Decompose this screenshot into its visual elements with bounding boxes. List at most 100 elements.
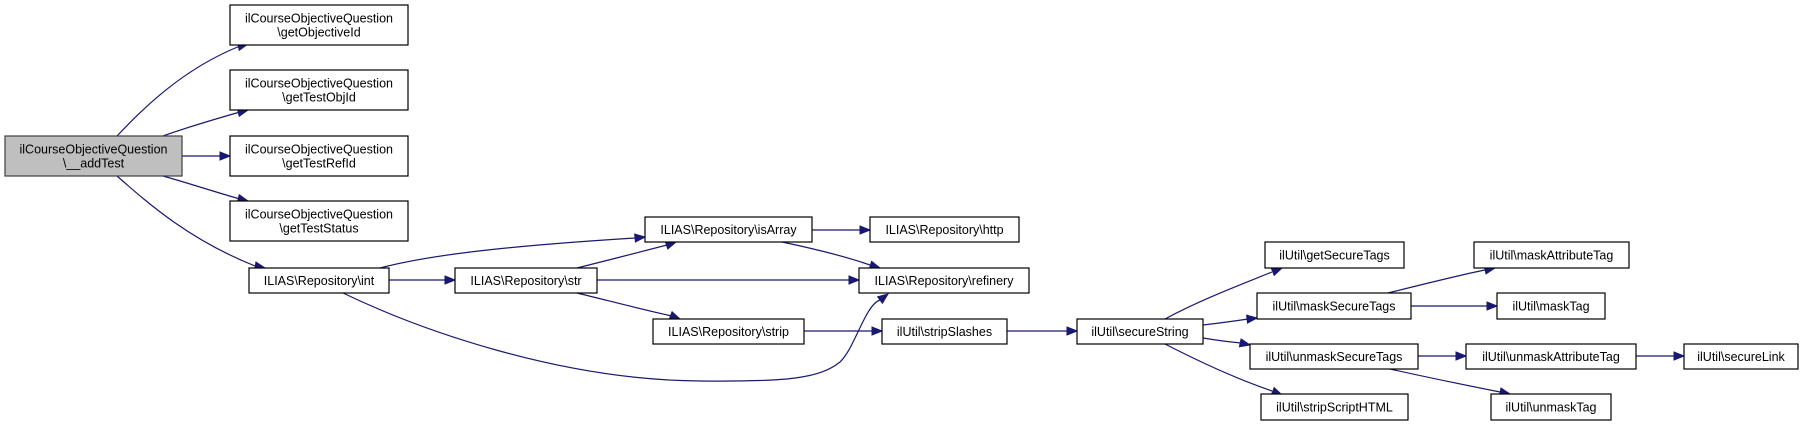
node-label: ilUtil\getSecureTags: [1279, 249, 1389, 263]
node-stripSlashes[interactable]: ilUtil\stripSlashes: [881, 318, 1008, 345]
arrowhead-icon: [1066, 326, 1079, 336]
edge-maskSecureTags-to-maskTag: [1411, 301, 1499, 311]
node-box[interactable]: [1490, 393, 1612, 421]
edge-line: [781, 241, 871, 266]
arrowhead-icon: [1246, 314, 1259, 324]
node-box[interactable]: [881, 318, 1008, 345]
node-box[interactable]: [1473, 241, 1630, 269]
node-box[interactable]: [1496, 292, 1606, 320]
node-box[interactable]: [1465, 343, 1637, 370]
node-getTestStatus[interactable]: ilCourseObjectiveQuestion\getTestStatus: [229, 200, 409, 242]
edge-unmaskSecureTags-to-unmaskTag: [1389, 368, 1512, 397]
node-label: ilCourseObjectiveQuestion: [20, 143, 168, 157]
node-label: ilCourseObjectiveQuestion: [245, 12, 393, 26]
edge-int-to-str: [389, 275, 457, 285]
node-box[interactable]: [229, 200, 409, 242]
node-addTest[interactable]: ilCourseObjectiveQuestion\__addTest: [4, 135, 183, 177]
edge-addTest-to-getTestObjId: [162, 107, 250, 137]
nodes-layer: ilCourseObjectiveQuestion\__addTestilCou…: [4, 4, 1799, 421]
edge-line: [1164, 343, 1273, 392]
node-box[interactable]: [869, 216, 1020, 243]
node-label: ILIAS\Repository\http: [885, 223, 1003, 237]
edge-int-to-refinery: [342, 292, 890, 382]
edge-addTest-to-getObjectiveId: [116, 41, 250, 137]
node-box[interactable]: [229, 135, 409, 177]
node-maskSecureTags[interactable]: ilUtil\maskSecureTags: [1256, 292, 1412, 320]
node-box[interactable]: [1264, 241, 1405, 269]
arrowhead-icon: [444, 275, 457, 285]
node-label: ilUtil\secureLink: [1697, 350, 1785, 364]
node-label: ilUtil\stripScriptHTML: [1276, 401, 1393, 415]
node-label: ilUtil\unmaskAttributeTag: [1482, 350, 1620, 364]
edge-strip-to-stripSlashes: [804, 326, 884, 336]
arrowhead-icon: [871, 326, 884, 336]
edge-line: [1387, 269, 1486, 294]
node-label: ilCourseObjectiveQuestion: [245, 77, 393, 91]
arrowhead-icon: [876, 293, 890, 305]
node-unmaskSecureTags[interactable]: ilUtil\unmaskSecureTags: [1249, 343, 1419, 370]
node-box[interactable]: [652, 318, 805, 345]
node-http[interactable]: ILIAS\Repository\http: [869, 216, 1020, 243]
node-str[interactable]: ILIAS\Repository\str: [454, 267, 598, 294]
node-label: \getTestRefId: [282, 157, 356, 171]
node-box[interactable]: [1683, 343, 1799, 370]
node-getSecureTags[interactable]: ilUtil\getSecureTags: [1264, 241, 1405, 269]
node-box[interactable]: [1260, 393, 1409, 421]
edge-str-to-strip: [576, 292, 682, 320]
node-label: \__addTest: [63, 157, 125, 171]
node-maskAttributeTag[interactable]: ilUtil\maskAttributeTag: [1473, 241, 1630, 269]
node-getTestObjId[interactable]: ilCourseObjectiveQuestion\getTestObjId: [229, 69, 409, 111]
node-box[interactable]: [248, 267, 390, 294]
node-label: \getTestObjId: [282, 91, 356, 105]
node-secureLink[interactable]: ilUtil\secureLink: [1683, 343, 1799, 370]
node-getTestRefId[interactable]: ilCourseObjectiveQuestion\getTestRefId: [229, 135, 409, 177]
node-isArray[interactable]: ILIAS\Repository\isArray: [644, 216, 813, 243]
edge-secureString-to-unmaskSecureTags: [1202, 337, 1252, 348]
edge-isArray-to-http: [812, 225, 872, 235]
edge-stripSlashes-to-secureString: [1007, 326, 1079, 336]
edge-line: [379, 237, 636, 269]
node-label: ILIAS\Repository\int: [264, 274, 375, 288]
node-int[interactable]: ILIAS\Repository\int: [248, 267, 390, 294]
node-label: ILIAS\Repository\refinery: [875, 274, 1015, 288]
node-box[interactable]: [229, 69, 409, 111]
node-strip[interactable]: ILIAS\Repository\strip: [652, 318, 805, 345]
edge-addTest-to-getTestRefId: [182, 151, 232, 161]
node-label: \getObjectiveId: [277, 26, 360, 40]
edge-addTest-to-getTestStatus: [162, 175, 250, 204]
node-box[interactable]: [454, 267, 598, 294]
node-box[interactable]: [858, 267, 1030, 294]
edge-str-to-refinery: [597, 275, 861, 285]
node-unmaskTag[interactable]: ilUtil\unmaskTag: [1490, 393, 1612, 421]
node-box[interactable]: [229, 4, 409, 46]
node-box[interactable]: [4, 135, 183, 177]
node-unmaskAttributeTag[interactable]: ilUtil\unmaskAttributeTag: [1465, 343, 1637, 370]
node-box[interactable]: [1249, 343, 1419, 370]
node-label: ilCourseObjectiveQuestion: [245, 143, 393, 157]
node-box[interactable]: [644, 216, 813, 243]
edge-secureString-to-maskSecureTags: [1202, 314, 1259, 326]
node-box[interactable]: [1256, 292, 1412, 320]
arrowhead-icon: [668, 310, 682, 320]
edge-line: [162, 111, 241, 137]
node-label: ilUtil\unmaskSecureTags: [1266, 350, 1403, 364]
edge-str-to-isArray: [576, 240, 678, 269]
arrowhead-icon: [1455, 351, 1468, 361]
node-refinery[interactable]: ILIAS\Repository\refinery: [858, 267, 1030, 294]
node-maskTag[interactable]: ilUtil\maskTag: [1496, 292, 1606, 320]
edge-line: [1202, 318, 1249, 326]
arrowhead-icon: [859, 225, 872, 235]
node-label: ILIAS\Repository\str: [470, 274, 581, 288]
node-secureString[interactable]: ilUtil\secureString: [1076, 318, 1204, 345]
node-stripScriptHTML[interactable]: ilUtil\stripScriptHTML: [1260, 393, 1409, 421]
node-box[interactable]: [1076, 318, 1204, 345]
edge-line: [116, 175, 256, 267]
node-label: \getTestStatus: [279, 222, 358, 236]
node-label: ILIAS\Repository\isArray: [660, 223, 797, 237]
node-getObjectiveId[interactable]: ilCourseObjectiveQuestion\getObjectiveId: [229, 4, 409, 46]
node-label: ilUtil\secureString: [1091, 325, 1188, 339]
edge-maskSecureTags-to-maskAttributeTag: [1387, 265, 1497, 294]
edge-line: [1389, 368, 1501, 393]
edge-line: [342, 292, 881, 382]
